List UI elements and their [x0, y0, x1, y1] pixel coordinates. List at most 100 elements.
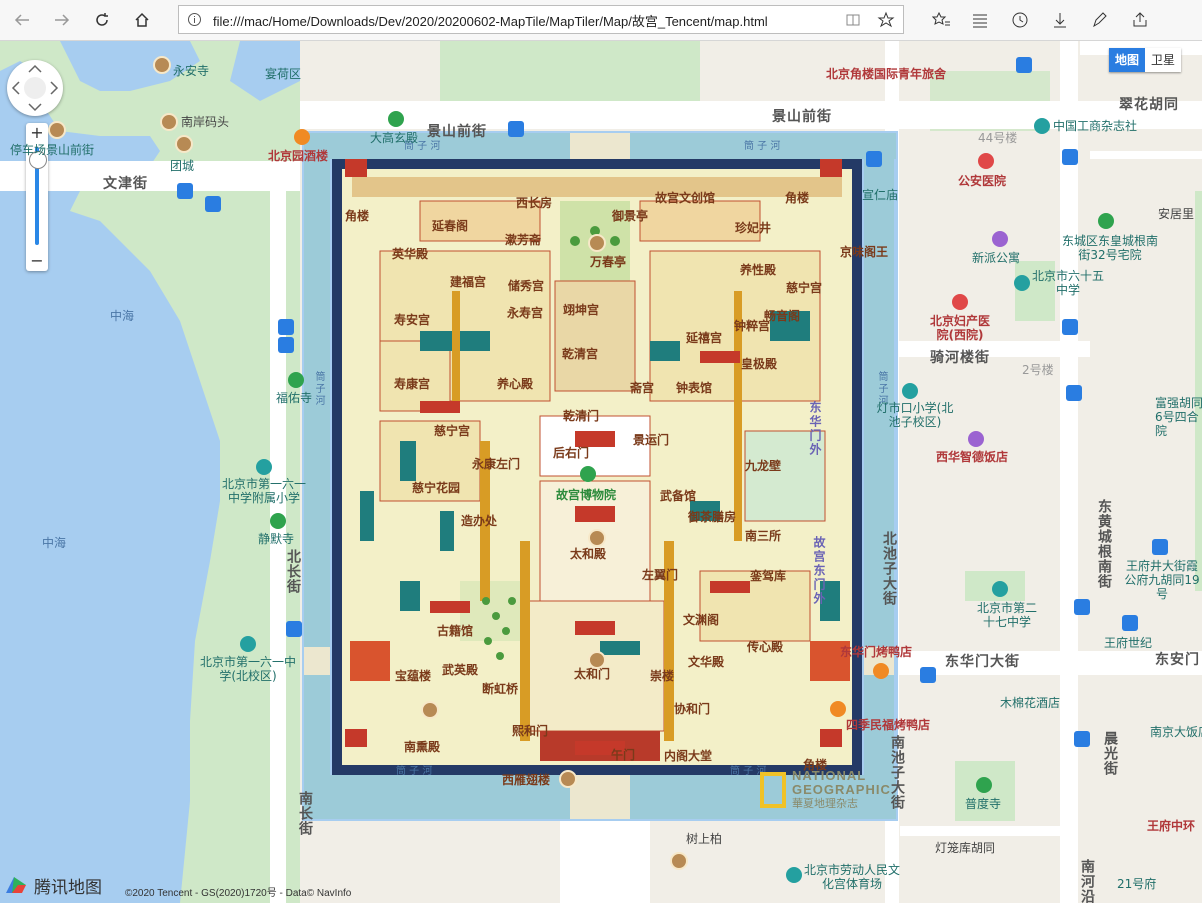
bus-stop-icon[interactable]: [1074, 731, 1090, 747]
poi-label: 富强胡同6号四合院: [1155, 396, 1202, 438]
poi-label: 停车场景山前街: [10, 143, 95, 157]
palace-label: 左翼门: [642, 568, 679, 582]
road-label: 东安门: [1155, 652, 1200, 668]
address-bar[interactable]: file:///mac/Home/Downloads/Dev/2020/2020…: [178, 5, 904, 34]
poi-label: 宣仁庙: [862, 188, 899, 202]
reading-view-icon[interactable]: [845, 12, 861, 28]
refresh-icon[interactable]: [90, 8, 114, 32]
palace-label: 故宫博物院: [556, 488, 617, 502]
restaurant-icon: [294, 129, 310, 145]
pen-icon[interactable]: [1090, 10, 1110, 30]
map-base-layer: [0, 41, 1202, 903]
palace-label: 角楼: [785, 191, 810, 205]
palace-label: 崇楼: [650, 669, 675, 683]
palace-label: 传心殿: [747, 640, 784, 654]
attraction-icon[interactable]: [559, 770, 577, 788]
bus-stop-icon[interactable]: [508, 121, 524, 137]
zoom-slider-handle[interactable]: [29, 151, 47, 169]
school-icon: [1014, 275, 1030, 291]
palace-label: 武备馆: [660, 489, 697, 503]
palace-label: 乾清宫: [562, 347, 599, 361]
bus-stop-icon[interactable]: [1066, 385, 1082, 401]
history-icon[interactable]: [1010, 10, 1030, 30]
bus-stop-icon[interactable]: [286, 621, 302, 637]
poi-label: 北京角楼国际青年旅舍: [826, 67, 947, 81]
palace-label: 钟粹宫: [734, 319, 771, 333]
home-icon[interactable]: [130, 8, 154, 32]
road-label: 北长街: [285, 549, 301, 594]
map-canvas[interactable]: 地图 卫星 + − 景山前街 景山前街 文津街 东华门大街 东安门 骑河楼街 北…: [0, 41, 1202, 903]
poi-label: 四季民福烤鸭店: [846, 718, 931, 732]
tencent-map-logo[interactable]: 腾讯地图: [4, 871, 102, 899]
bus-stop-icon[interactable]: [866, 151, 882, 167]
bus-stop-icon[interactable]: [278, 319, 294, 335]
attraction-icon[interactable]: [670, 852, 688, 870]
bus-stop-icon[interactable]: [1062, 319, 1078, 335]
forward-arrow-icon[interactable]: [50, 8, 74, 32]
apartment-icon: [992, 231, 1008, 247]
attraction-icon[interactable]: [588, 529, 606, 547]
school-icon: [992, 581, 1008, 597]
palace-label: 南三所: [745, 529, 782, 543]
map-copyright: ©2020 Tencent - GS(2020)1720号 - Data© Na…: [125, 888, 352, 899]
bus-stop-icon[interactable]: [205, 196, 221, 212]
reading-list-icon[interactable]: [970, 10, 990, 30]
poi-label: 北京市六十五中学: [1032, 269, 1105, 297]
back-arrow-icon[interactable]: [10, 8, 34, 32]
moat-label: 筒子河: [876, 371, 887, 407]
palace-label: 养心殿: [497, 377, 534, 391]
poi-label: 永安寺: [173, 64, 210, 78]
palace-label: 翊坤宫: [563, 303, 600, 317]
palace-label: 内阁大堂: [664, 749, 713, 763]
map-type-map-button[interactable]: 地图: [1109, 48, 1146, 72]
school-icon: [902, 383, 918, 399]
palace-label: 养性殿: [740, 263, 777, 277]
road-label: 翠花胡同: [1119, 97, 1179, 113]
building-icon: [1122, 615, 1138, 631]
pan-arrows-icon: [11, 64, 59, 112]
poi-label: 44号楼: [978, 131, 1018, 145]
favorite-star-icon[interactable]: [877, 11, 895, 29]
attraction-icon[interactable]: [421, 701, 439, 719]
palace-label: 南熏殿: [404, 740, 441, 754]
temple-icon: [388, 111, 404, 127]
share-icon[interactable]: [1130, 10, 1150, 30]
attraction-icon[interactable]: [588, 651, 606, 669]
zoom-slider-track[interactable]: [35, 147, 39, 245]
palace-label: 珍妃井: [735, 221, 772, 235]
favorites-list-icon[interactable]: [931, 10, 952, 30]
bus-stop-icon[interactable]: [1062, 149, 1078, 165]
browser-toolbar: file:///mac/Home/Downloads/Dev/2020/2020…: [0, 0, 1202, 41]
info-icon[interactable]: [187, 12, 202, 27]
poi-label: 北京园酒楼: [268, 149, 329, 163]
attraction-icon[interactable]: [588, 234, 606, 252]
poi-label: 公安医院: [958, 174, 1007, 188]
bus-stop-icon[interactable]: [920, 667, 936, 683]
museum-icon[interactable]: [580, 466, 596, 482]
poi-label: 北京市第一六一中学附属小学: [221, 477, 306, 505]
tencent-map-logo-icon: [6, 877, 26, 893]
palace-label: 永康左门: [472, 457, 521, 471]
road-label: 灯笼库胡同: [935, 841, 996, 855]
attraction-icon: [153, 56, 171, 74]
map-type-satellite-button[interactable]: 卫星: [1145, 48, 1182, 72]
bus-stop-icon[interactable]: [1016, 57, 1032, 73]
moat-label: 筒 子 河: [404, 141, 441, 152]
palace-label: 京味阁王: [840, 245, 889, 259]
restaurant-icon: [830, 701, 846, 717]
zoom-out-button[interactable]: −: [30, 251, 44, 270]
poi-label: 王府世纪: [1104, 636, 1153, 650]
url-text[interactable]: file:///mac/Home/Downloads/Dev/2020/2020…: [213, 14, 768, 29]
bus-stop-icon[interactable]: [1074, 599, 1090, 615]
ng-subtitle: 華夏地理杂志: [792, 798, 858, 810]
pan-center-icon: [24, 77, 46, 99]
palace-label: 御景亭: [612, 209, 649, 223]
poi-label: 南京大饭店: [1150, 725, 1202, 739]
pan-control[interactable]: [7, 60, 63, 116]
bus-stop-icon[interactable]: [278, 337, 294, 353]
palace-label: 慈宁宫: [786, 281, 823, 295]
bus-stop-icon[interactable]: [177, 183, 193, 199]
zoom-in-button[interactable]: +: [30, 123, 44, 142]
download-icon[interactable]: [1050, 10, 1070, 30]
poi-label: 宴荷区: [265, 67, 302, 81]
